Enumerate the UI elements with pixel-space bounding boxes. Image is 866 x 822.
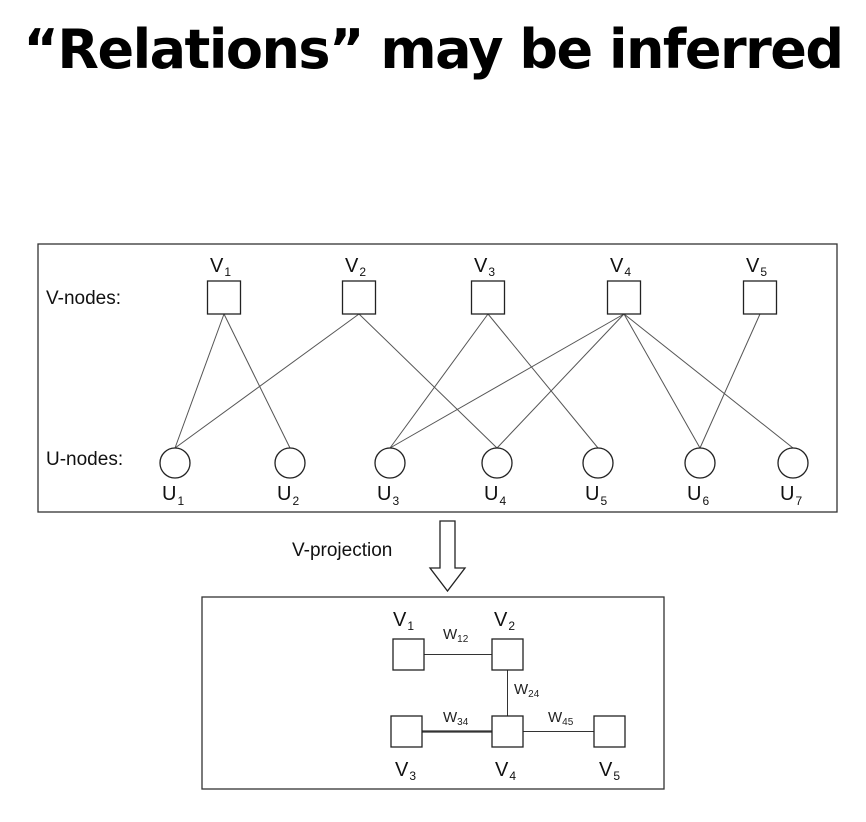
u-node-label-u2: U2 (277, 483, 299, 508)
projection-node-label-v2: V2 (494, 609, 515, 633)
u-node-label-u7: U7 (780, 483, 802, 508)
projection-arrow-label: V-projection (292, 540, 392, 561)
v-node-label-v3: V3 (474, 255, 495, 279)
u-nodes-row-label: U-nodes: (46, 449, 123, 470)
projection-node-v1 (392, 638, 425, 671)
edge-v1-u2 (223, 313, 291, 449)
edge-v4-u6 (623, 313, 701, 449)
v-node-v5 (742, 280, 778, 315)
v-nodes-row-label: V-nodes: (46, 288, 121, 309)
slide-title: “Relations” may be inferred (23, 18, 844, 81)
projection-node-label-v1: V1 (393, 609, 414, 633)
v-node-label-v4: V4 (610, 255, 631, 279)
weight-label-w12: W12 (443, 626, 469, 645)
weight-label-w45: W45 (548, 709, 574, 728)
projection-graph-panel (201, 596, 665, 790)
edge-v4-u3 (389, 313, 625, 449)
v-node-v3 (470, 280, 506, 315)
projection-node-v4 (491, 715, 524, 748)
v-node-label-v1: V1 (210, 255, 231, 279)
u-node-u7 (777, 447, 809, 479)
edge-v3-u5 (487, 313, 599, 449)
edge-v4-u4 (496, 313, 625, 449)
u-node-u6 (684, 447, 716, 479)
edge-v2-u1 (174, 313, 360, 449)
u-node-label-u4: U4 (484, 483, 506, 508)
v-node-v1 (206, 280, 242, 315)
u-node-u1 (159, 447, 191, 479)
v-node-v2 (341, 280, 377, 315)
projection-node-v2 (491, 638, 524, 671)
bipartite-edges (174, 313, 794, 449)
projection-arrow-icon (428, 520, 467, 593)
projection-node-v5 (593, 715, 626, 748)
u-node-label-u5: U5 (585, 483, 607, 508)
projection-node-label-v4: V4 (495, 759, 516, 783)
bipartite-graph-panel (37, 243, 838, 513)
projection-node-label-v3: V3 (395, 759, 416, 783)
projection-node-label-v5: V5 (599, 759, 620, 783)
u-node-label-u1: U1 (162, 483, 184, 508)
u-node-label-u3: U3 (377, 483, 399, 508)
edge-v5-u6 (699, 313, 761, 449)
u-node-u3 (374, 447, 406, 479)
v-node-label-v2: V2 (345, 255, 366, 279)
u-node-u2 (274, 447, 306, 479)
u-node-u5 (582, 447, 614, 479)
projection-node-v3 (390, 715, 423, 748)
v-node-label-v5: V5 (746, 255, 767, 279)
edge-v2-u4 (358, 313, 498, 449)
u-node-label-u6: U6 (687, 483, 709, 508)
v-node-v4 (606, 280, 642, 315)
edge-v1-u1 (174, 313, 225, 449)
weight-label-w34: W34 (443, 709, 469, 728)
edge-v4-u7 (623, 313, 794, 449)
u-node-u4 (481, 447, 513, 479)
edge-v3-u3 (389, 313, 489, 449)
weight-label-w24: W24 (514, 681, 540, 700)
